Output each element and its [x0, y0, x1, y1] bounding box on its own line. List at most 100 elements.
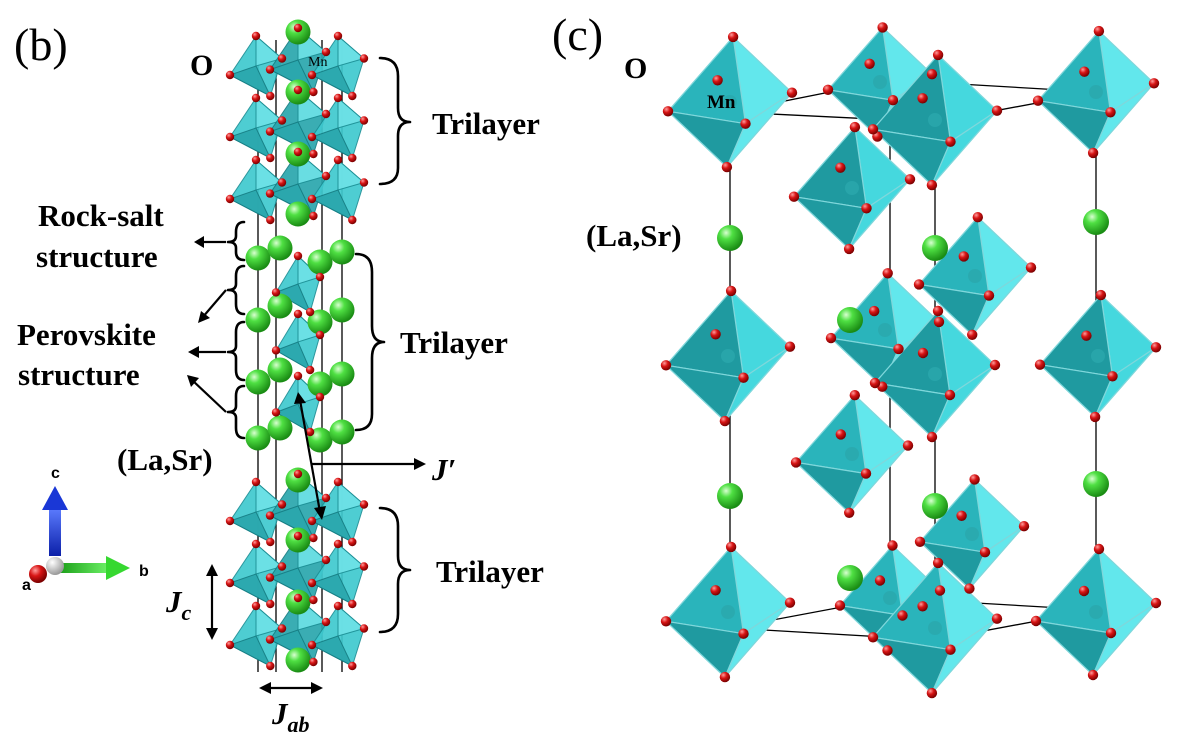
rock-salt-arrow — [194, 236, 226, 248]
oxygen-atom — [660, 616, 672, 627]
octahedron — [1036, 29, 1155, 154]
oxygen-atom — [321, 109, 331, 119]
la-sr-atom — [307, 371, 333, 397]
oxygen-atom — [251, 601, 261, 611]
oxygen-atom — [869, 377, 881, 389]
oxygen-atom — [277, 116, 287, 125]
la-sr-atom — [245, 369, 271, 395]
octahedron — [228, 34, 284, 98]
octahedron-face — [228, 511, 272, 544]
la-sr-atom — [307, 309, 333, 335]
bracket-rock-salt — [226, 220, 246, 262]
oxygen-atom — [333, 539, 343, 549]
la-sr-atom — [837, 307, 863, 333]
panel-c-mn-label: Mn — [707, 92, 736, 113]
panel-b-mn-label: Mn — [308, 55, 327, 70]
oxygen-atom — [307, 516, 317, 526]
octahedron-face — [337, 34, 366, 67]
oxygen-atom — [321, 171, 331, 181]
octahedron — [664, 289, 791, 423]
oxygen-atom — [266, 661, 275, 671]
oxygen-atom — [1032, 95, 1044, 106]
oxygen-atom — [945, 136, 956, 147]
octahedron-face — [255, 542, 284, 575]
oxygen-atom — [934, 585, 946, 596]
panel-c-octahedra — [664, 25, 1157, 695]
oxygen-atom — [266, 599, 275, 609]
octahedron-face — [310, 573, 354, 606]
oxygen-atom — [309, 657, 318, 667]
mn-atom — [878, 323, 892, 337]
oxygen-atom — [991, 613, 1003, 624]
oxygen-atom — [321, 617, 331, 627]
oxygen-atom — [1087, 669, 1099, 681]
bracket-trilayer-top — [378, 56, 412, 186]
octahedron-face — [794, 393, 867, 475]
bracket-perovskite-2 — [226, 320, 246, 382]
panel-c-atoms — [660, 22, 1162, 699]
oxygen-atom — [1105, 107, 1116, 118]
mn-atom — [873, 75, 887, 89]
oxygen-atom — [869, 305, 880, 317]
octahedron-face — [310, 127, 354, 160]
oxygen-atom — [266, 91, 275, 101]
oxygen-atom — [225, 70, 235, 80]
oxygen-atom — [266, 153, 275, 163]
oxygen-atom — [835, 429, 846, 440]
oxygen-atom — [225, 516, 235, 526]
octahedron — [871, 53, 998, 187]
trilayer-mid-label: Trilayer — [400, 325, 508, 360]
oxygen-atom — [251, 31, 261, 41]
oxygen-atom — [893, 343, 904, 355]
octahedron — [1034, 547, 1157, 677]
octahedron-face — [1034, 547, 1112, 634]
oxygen-atom — [932, 49, 944, 61]
oxygen-atom — [321, 555, 331, 565]
oxygen-atom — [359, 562, 369, 571]
oxygen-atom — [271, 346, 281, 355]
oxygen-atom — [333, 477, 343, 487]
oxygen-atom — [293, 251, 303, 261]
la-sr-atom — [922, 235, 948, 261]
oxygen-atom — [786, 87, 798, 98]
oxygen-atom — [712, 75, 723, 86]
octahedron-face — [848, 445, 909, 514]
oxygen-atom — [265, 189, 275, 198]
oxygen-atom — [926, 69, 938, 80]
oxygen-atom — [265, 127, 275, 136]
la-sr-atom — [285, 647, 311, 673]
oxygen-atom — [1093, 25, 1105, 37]
oxygen-atom — [251, 93, 261, 103]
oxygen-atom — [1078, 585, 1090, 597]
oxygen-atom — [914, 536, 926, 547]
oxygen-atom — [1089, 411, 1101, 423]
octahedron-face — [792, 125, 868, 210]
octahedron-face — [968, 525, 1025, 589]
oxygen-atom — [293, 469, 303, 479]
octahedron — [871, 561, 998, 695]
oxygen-atom — [333, 93, 343, 103]
oxygen-atom — [1148, 78, 1160, 89]
la-sr-atom — [922, 493, 948, 519]
oxygen-atom — [277, 562, 287, 571]
oxygen-atom — [225, 640, 235, 650]
panel-b-o-label: O — [190, 49, 213, 82]
b-axis-label: b — [139, 563, 149, 580]
bracket-trilayer-mid — [354, 252, 386, 432]
oxygen-atom — [277, 178, 287, 187]
oxygen-atom — [315, 272, 325, 282]
octahedron-face — [228, 635, 272, 668]
octahedron-face — [931, 618, 998, 694]
trilayer-top-octahedra — [228, 26, 366, 222]
octahedron-face — [1094, 346, 1157, 418]
oxygen-atom — [844, 507, 855, 518]
j-c-arrow — [206, 564, 218, 640]
oxygen-atom — [348, 215, 357, 225]
oxygen-atom — [225, 194, 235, 204]
oxygen-atom — [321, 47, 331, 57]
oxygen-atom — [917, 347, 929, 359]
oxygen-atom — [348, 537, 357, 547]
j-prime-label: J′ — [431, 452, 456, 487]
oxygen-atom — [359, 178, 369, 187]
